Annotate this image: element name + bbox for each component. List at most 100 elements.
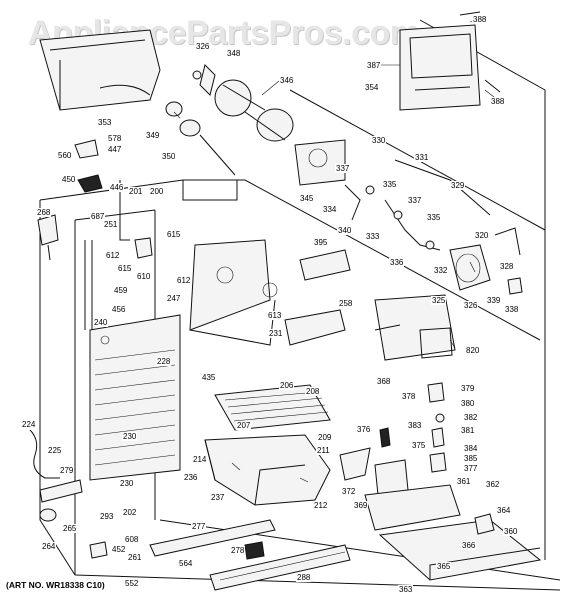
callout-447: 447 [107, 145, 123, 154]
callout-353: 353 [97, 118, 113, 127]
callout-335: 335 [426, 213, 442, 222]
callout-379: 379 [460, 384, 476, 393]
callout-452: 452 [111, 545, 127, 554]
callout-230: 230 [119, 479, 135, 488]
callout-382: 382 [463, 413, 479, 422]
panel-parts [284, 249, 351, 346]
callout-251: 251 [103, 220, 119, 229]
callout-381: 381 [460, 426, 476, 435]
callout-337: 337 [407, 196, 423, 205]
callout-435: 435 [201, 373, 217, 382]
callout-345: 345 [299, 194, 315, 203]
shelf-wire [214, 384, 331, 431]
callout-264: 264 [41, 542, 57, 551]
callout-350: 350 [161, 152, 177, 161]
callout-608: 608 [124, 535, 140, 544]
callout-225: 225 [47, 446, 63, 455]
callout-207: 207 [236, 421, 252, 430]
callout-385: 385 [463, 454, 479, 463]
callout-337: 337 [335, 164, 351, 173]
callout-388: 388 [490, 97, 506, 106]
callout-201: 201 [128, 187, 144, 196]
callout-610: 610 [136, 272, 152, 281]
callout-368: 368 [376, 377, 392, 386]
callout-349: 349 [145, 131, 161, 140]
callout-279: 279 [59, 466, 75, 475]
ice-maker-body [374, 294, 456, 361]
callout-209: 209 [317, 433, 333, 442]
callout-383: 383 [407, 421, 423, 430]
dispenser-parts-right [339, 382, 461, 531]
callout-615: 615 [117, 264, 133, 273]
callout-376: 376 [356, 425, 372, 434]
storage-bin [204, 434, 331, 506]
callout-231: 231 [268, 329, 284, 338]
callout-615: 615 [166, 230, 182, 239]
callout-320: 320 [474, 231, 490, 240]
callout-395: 395 [313, 238, 329, 247]
callout-236: 236 [183, 473, 199, 482]
callout-325: 325 [431, 296, 447, 305]
callout-277: 277 [191, 522, 207, 531]
callout-278: 278 [230, 546, 246, 555]
callout-334: 334 [322, 205, 338, 214]
art-number-caption: (ART NO. WR18338 C10) [6, 580, 105, 590]
callout-338: 338 [504, 305, 520, 314]
mounting-plate [294, 139, 346, 186]
callout-265: 265 [62, 524, 78, 533]
callout-240: 240 [93, 318, 109, 327]
tubes-left [29, 180, 130, 479]
callout-293: 293 [99, 512, 115, 521]
callout-212: 212 [313, 501, 329, 510]
leader-lines [173, 18, 495, 483]
callout-360: 360 [503, 527, 519, 536]
callout-268: 268 [36, 208, 52, 217]
callout-346: 346 [279, 76, 295, 85]
callout-369: 369 [353, 501, 369, 510]
callout-388: 388 [472, 15, 488, 24]
callout-335: 335 [382, 180, 398, 189]
ice-bucket-part [39, 29, 161, 111]
callout-326: 326 [195, 42, 211, 51]
callout-450: 450 [61, 175, 77, 184]
callout-612: 612 [105, 251, 121, 260]
callout-354: 354 [364, 83, 380, 92]
callout-247: 247 [166, 294, 182, 303]
callout-200: 200 [149, 187, 165, 196]
callout-578: 578 [107, 134, 123, 143]
callout-214: 214 [192, 455, 208, 464]
callout-361: 361 [456, 477, 472, 486]
callout-332: 332 [433, 266, 449, 275]
callout-446: 446 [109, 183, 125, 192]
small-parts-left [37, 139, 103, 261]
callout-333: 333 [365, 232, 381, 241]
ice-maker-motor [449, 227, 523, 295]
callout-564: 564 [178, 559, 194, 568]
callout-329: 329 [450, 181, 466, 190]
callout-348: 348 [226, 49, 242, 58]
callout-336: 336 [389, 258, 405, 267]
callout-375: 375 [411, 441, 427, 450]
control-housing [134, 237, 278, 346]
callout-331: 331 [414, 153, 430, 162]
callout-456: 456 [111, 305, 127, 314]
callout-230: 230 [122, 432, 138, 441]
callout-378: 378 [401, 392, 417, 401]
callout-208: 208 [305, 387, 321, 396]
callout-228: 228 [156, 357, 172, 366]
callout-328: 328 [499, 262, 515, 271]
callout-326: 326 [463, 301, 479, 310]
callout-372: 372 [341, 487, 357, 496]
lever-parts [344, 159, 491, 251]
callout-340: 340 [337, 226, 353, 235]
callout-261: 261 [127, 553, 143, 562]
callout-258: 258 [338, 299, 354, 308]
dispenser-cover [399, 11, 501, 111]
callout-377: 377 [463, 464, 479, 473]
callout-364: 364 [496, 506, 512, 515]
callout-224: 224 [21, 420, 37, 429]
callout-366: 366 [461, 541, 477, 550]
callout-363: 363 [398, 585, 414, 594]
